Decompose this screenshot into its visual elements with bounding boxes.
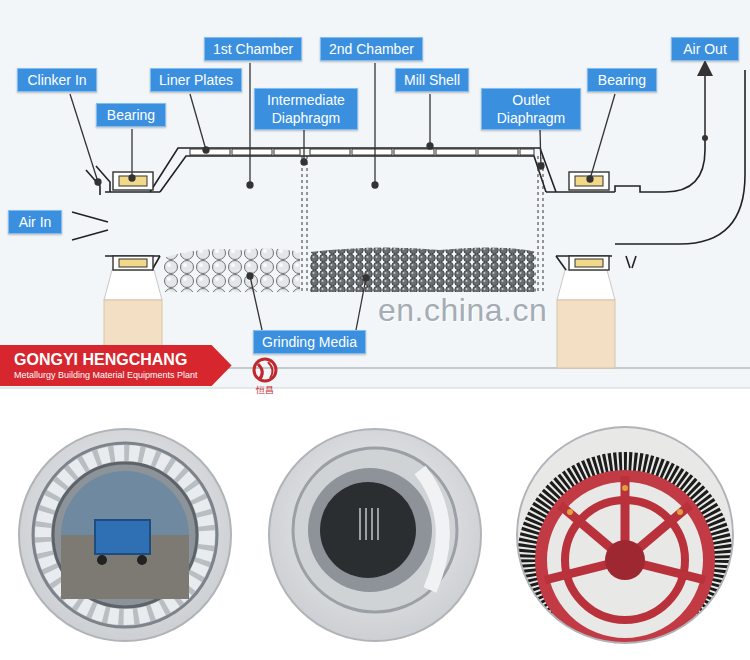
part-label: Bearing xyxy=(596,71,648,89)
liner-plates xyxy=(190,149,534,155)
logo-text: 恒昌 xyxy=(256,384,274,397)
photo-frame xyxy=(19,429,231,641)
gear-photo xyxy=(517,427,733,658)
label-box: Bearing xyxy=(96,103,166,127)
grinding-balls xyxy=(310,247,536,292)
photo-frame xyxy=(517,427,733,643)
part-label: Intermediate Diaphragm xyxy=(263,91,349,127)
part-label: Air In xyxy=(17,213,53,231)
diaphragm xyxy=(302,156,543,292)
watermark: en.china.cn xyxy=(378,292,547,329)
part-label: 2nd Chamber xyxy=(329,40,414,58)
part-label: Mill Shell xyxy=(404,71,460,89)
grinding-balls xyxy=(163,248,300,292)
inlet-chute xyxy=(72,166,110,240)
air-out-pipe xyxy=(615,70,745,268)
label-box: Mill Shell xyxy=(395,68,469,92)
part-label: Outlet Diaphragm xyxy=(490,91,572,127)
leader-dot xyxy=(702,135,708,141)
leader-line xyxy=(70,63,615,330)
part-label: Liner Plates xyxy=(159,71,233,89)
label-box: 1st Chamber xyxy=(204,37,302,61)
company-banner: GONGYI HENGCHANGMetallurgy Building Mate… xyxy=(0,345,232,386)
label-box: Liner Plates xyxy=(150,68,242,92)
label-box: Air Out xyxy=(671,37,739,61)
label-box: Air In xyxy=(8,210,62,234)
company-name: GONGYI HENGCHANG xyxy=(14,350,198,369)
bearing-symbol xyxy=(113,172,609,270)
separator xyxy=(0,388,750,389)
part-label: Air Out xyxy=(680,40,730,58)
label-box: Grinding Media xyxy=(253,330,366,354)
background xyxy=(0,0,750,388)
company-subtitle: Metallurgy Building Material Equipments … xyxy=(14,369,198,381)
part-label: Bearing xyxy=(105,106,157,124)
bearing-photo xyxy=(19,429,231,641)
label-box: Bearing xyxy=(587,68,657,92)
part-label: 1st Chamber xyxy=(213,40,293,58)
photo-frame xyxy=(269,429,481,641)
part-label: Clinker In xyxy=(26,71,88,89)
logo-mark xyxy=(254,359,276,381)
label-box: Outlet Diaphragm xyxy=(481,88,581,130)
label-box: 2nd Chamber xyxy=(320,37,423,61)
label-box: Clinker In xyxy=(17,68,97,92)
inlet-photo xyxy=(269,429,481,641)
part-label: Grinding Media xyxy=(262,333,357,351)
flow-arrow xyxy=(704,68,706,138)
label-box: Intermediate Diaphragm xyxy=(254,88,358,130)
